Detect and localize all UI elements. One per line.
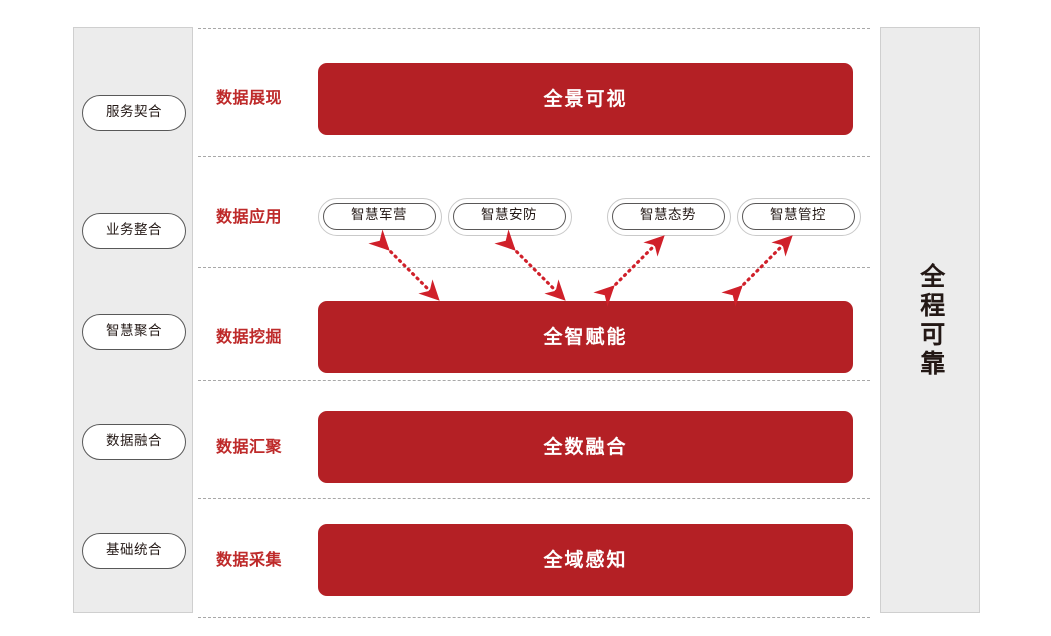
divider-top	[198, 28, 870, 29]
capability-column: 服务契合 业务整合 智慧聚合 数据融合 基础统合	[73, 27, 193, 613]
capability-pill-4-label: 数据融合	[106, 433, 162, 450]
app-pill-smart-barracks[interactable]: 智慧军营	[318, 198, 442, 236]
capability-pill-1-label: 服务契合	[106, 104, 162, 121]
reliability-label-wrap: 全程可靠	[881, 28, 981, 614]
connector-arrow-1	[368, 229, 440, 301]
layer-label-aggregation: 数据汇聚	[216, 437, 283, 456]
app-pill-smart-control-inner: 智慧管控	[741, 202, 855, 230]
app-pill-smart-situation-label: 智慧态势	[640, 207, 696, 224]
capability-pill-2-label: 业务整合	[106, 222, 162, 239]
layer-label-mining: 数据挖掘	[216, 327, 283, 346]
app-pill-smart-situation-inner: 智慧态势	[611, 202, 725, 230]
connector-arrow-3	[593, 235, 665, 307]
app-pill-smart-barracks-inner: 智慧军营	[322, 202, 436, 230]
connector-arrow-4	[721, 235, 793, 307]
reliability-label: 全程可靠	[916, 263, 946, 379]
layer-bar-collection[interactable]: 全域感知	[318, 524, 853, 596]
layer-bar-presentation[interactable]: 全景可视	[318, 63, 853, 135]
app-pill-smart-security-label: 智慧安防	[481, 207, 537, 224]
capability-pill-5-label: 基础统合	[106, 542, 162, 559]
capability-pill-2[interactable]: 业务整合	[82, 213, 186, 249]
capability-pill-1[interactable]: 服务契合	[82, 95, 186, 131]
capability-pill-5[interactable]: 基础统合	[82, 533, 186, 569]
app-pill-smart-situation[interactable]: 智慧态势	[607, 198, 731, 236]
divider-3	[198, 380, 870, 381]
reliability-column: 全程可靠	[880, 27, 980, 613]
capability-pill-3[interactable]: 智慧聚合	[82, 314, 186, 350]
app-pill-smart-control-label: 智慧管控	[770, 207, 826, 224]
layer-bar-presentation-text: 全景可视	[543, 87, 628, 110]
app-pill-smart-security-inner: 智慧安防	[452, 202, 566, 230]
connector-arrow-2	[494, 229, 566, 301]
layer-bar-mining-text: 全智赋能	[543, 325, 628, 348]
divider-2	[198, 267, 870, 268]
app-pill-smart-security[interactable]: 智慧安防	[448, 198, 572, 236]
app-pill-smart-control[interactable]: 智慧管控	[737, 198, 861, 236]
layer-label-application: 数据应用	[216, 207, 283, 226]
capability-pill-3-label: 智慧聚合	[106, 323, 162, 340]
divider-bottom	[198, 617, 870, 618]
divider-1	[198, 156, 870, 157]
capability-pill-4[interactable]: 数据融合	[82, 424, 186, 460]
layer-label-collection: 数据采集	[216, 550, 283, 569]
layer-bar-collection-text: 全域感知	[543, 548, 628, 571]
app-pill-smart-barracks-label: 智慧军营	[351, 207, 407, 224]
divider-4	[198, 498, 870, 499]
layer-bar-mining[interactable]: 全智赋能	[318, 301, 853, 373]
layer-label-presentation: 数据展现	[216, 88, 283, 107]
layer-bar-aggregation[interactable]: 全数融合	[318, 411, 853, 483]
layer-bar-aggregation-text: 全数融合	[543, 435, 628, 458]
